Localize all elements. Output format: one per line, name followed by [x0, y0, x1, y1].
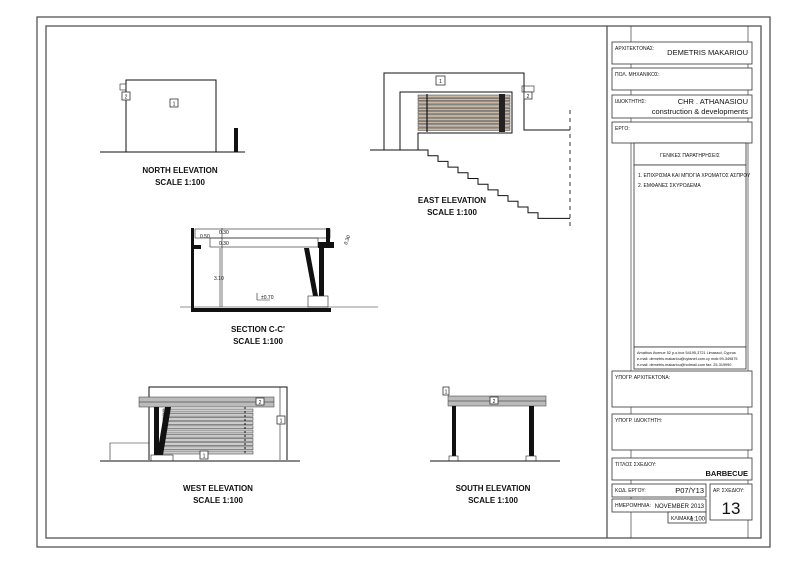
section-cc: 0.50 0.30 0.30 3.10 ±0.70 0.30 SECTION C…	[180, 228, 378, 346]
drawing-number-label: ΑΡ. ΣΧΕΔΙΟΥ:	[713, 488, 744, 494]
address-line: e-mail: demetris.makariou@cytanet.com.cy…	[637, 357, 738, 361]
architect-signature-label: ΥΠΟΓΡ. ΑΡΧΙΤΕΚΤΟΝΑ:	[615, 375, 670, 381]
owner-line1: CHR . ATHANASIOU	[678, 97, 748, 106]
note-item: 1. ΕΠΙΧΡΙΣΜΑ ΚΑΙ ΜΠΟΓΙΑ ΧΡΩΜΑΤΟΣ ΑΣΠΡΟΥ	[638, 173, 751, 179]
notes-title: ΓΕΝΙΚΕΣ ΠΑΡΑΤΗΡΗΣΕΙΣ	[660, 153, 720, 159]
view-scale: SCALE 1:100	[233, 337, 283, 346]
owner-line2: construction & developments	[652, 107, 749, 116]
louver-slat	[162, 446, 254, 451]
louver-slat	[417, 127, 511, 131]
louver-slat	[417, 94, 511, 98]
outer-frame	[36, 16, 771, 548]
view-title: SOUTH ELEVATION	[456, 484, 531, 493]
drawing-number-box	[709, 483, 753, 521]
project-box	[611, 121, 753, 144]
inner-frame	[45, 25, 762, 539]
architect-box	[611, 41, 753, 65]
louver-slat	[162, 408, 254, 413]
louver-slat	[417, 107, 511, 111]
dimension: 0.30	[343, 234, 352, 245]
project-code-label: ΚΩΔ. ΕΡΓΟΥ:	[615, 488, 646, 494]
south-elevation: 1 2 SOUTH ELEVATION SCALE 1:100	[430, 386, 560, 505]
view-scale: SCALE 1:100	[193, 496, 243, 505]
drawing-title-label: ΤΙΤΛΟΣ ΣΧΕΔΙΟΥ:	[615, 462, 656, 468]
scale-label: ΚΛΙΜΑΚΑ	[671, 516, 694, 522]
scale-value: 1:100	[690, 517, 706, 523]
louver-slat	[162, 421, 254, 425]
east-elevation: 2 1 EAST ELEVATION SCALE 1:100	[370, 72, 571, 228]
notes-box	[633, 164, 747, 348]
architect-signature-box	[611, 370, 753, 408]
dimension: ±0.70	[261, 295, 274, 301]
louver-slat	[162, 433, 254, 438]
owner-signature-box	[611, 413, 753, 451]
north-elevation: 1 2 NORTH ELEVATION SCALE 1:100	[100, 79, 245, 187]
view-title: NORTH ELEVATION	[142, 166, 217, 175]
tag: 1	[173, 102, 176, 108]
view-title: WEST ELEVATION	[183, 484, 253, 493]
architect-value: DEMETRIS MAKARIOU	[667, 48, 748, 57]
drawing-number-value: 13	[722, 499, 741, 518]
louver-slat	[162, 438, 254, 442]
tag: 2	[259, 400, 262, 406]
louver-slat	[417, 124, 511, 128]
louver-slat	[162, 412, 254, 417]
architect-label: ΑΡΧΙΤΕΚΤΟΝΑΣ:	[615, 46, 654, 52]
louver-slat	[417, 101, 511, 105]
dimension: 0.50	[200, 234, 210, 240]
tag: 1	[439, 79, 442, 85]
tag: 2	[493, 399, 496, 405]
louver-slat	[162, 429, 254, 434]
louver-slat	[417, 117, 511, 121]
drawing-title-box	[611, 457, 753, 481]
dimension: 3.10	[214, 276, 224, 282]
dimension: 0.30	[219, 241, 229, 247]
tag: 1	[445, 390, 448, 396]
view-scale: SCALE 1:100	[155, 178, 205, 187]
view-title: EAST ELEVATION	[418, 196, 486, 205]
date-value: NOVEMBER 2013	[655, 504, 705, 510]
view-title: SECTION C-C'	[231, 325, 285, 334]
louver-slat	[417, 111, 511, 115]
owner-label: ΙΔΙΟΚΤΗΤΗΣ:	[615, 99, 646, 105]
tag: 2	[125, 95, 128, 101]
louver-slat	[417, 121, 511, 125]
address-line: Amathus Avenue 52 p.o.box 54195,3721 Lim…	[637, 351, 736, 355]
address-line: e-mail: demetris.makariou@hotmail.com fa…	[637, 363, 731, 367]
note-item: 2. ΕΜΦΑΝΕΣ ΣΚΥΡΟΔΕΜΑ	[638, 183, 701, 189]
louver-post	[499, 94, 505, 132]
louver-slat	[417, 114, 511, 118]
louver-slat	[417, 98, 511, 101]
engineer-box	[611, 67, 753, 91]
dimension: 0.30	[219, 230, 229, 236]
view-scale: SCALE 1:100	[427, 208, 477, 217]
tag: 1	[203, 454, 206, 460]
louver-slat	[417, 104, 511, 108]
date-label: ΗΜΕΡΟΜΗΝΙΑ:	[615, 503, 651, 509]
west-elevation: 2 1 1 WEST ELEVATION SCALE 1:100	[100, 386, 300, 505]
louver-slat	[162, 417, 254, 421]
tag: 2	[527, 94, 530, 100]
owner-signature-label: ΥΠΟΓΡ. ΙΔΙΟΚΤΗΤΗ:	[615, 418, 662, 424]
louver-slat	[162, 425, 254, 430]
title-block: ΑΡΧΙΤΕΚΤΟΝΑΣ: DEMETRIS MAKARIOU ΠΟΛ. ΜΗΧ…	[606, 26, 753, 538]
project-code-value: P07/Y13	[675, 486, 704, 495]
drawing-title-value: BARBECUE	[705, 469, 748, 478]
project-label: ΕΡΓΟ:	[615, 126, 630, 132]
tag: 1	[280, 419, 283, 425]
louver-slat	[162, 442, 254, 446]
owner-box	[611, 94, 753, 119]
view-scale: SCALE 1:100	[468, 496, 518, 505]
engineer-label: ΠΟΛ. ΜΗΧΑΝΙΚΟΣ:	[615, 72, 660, 78]
